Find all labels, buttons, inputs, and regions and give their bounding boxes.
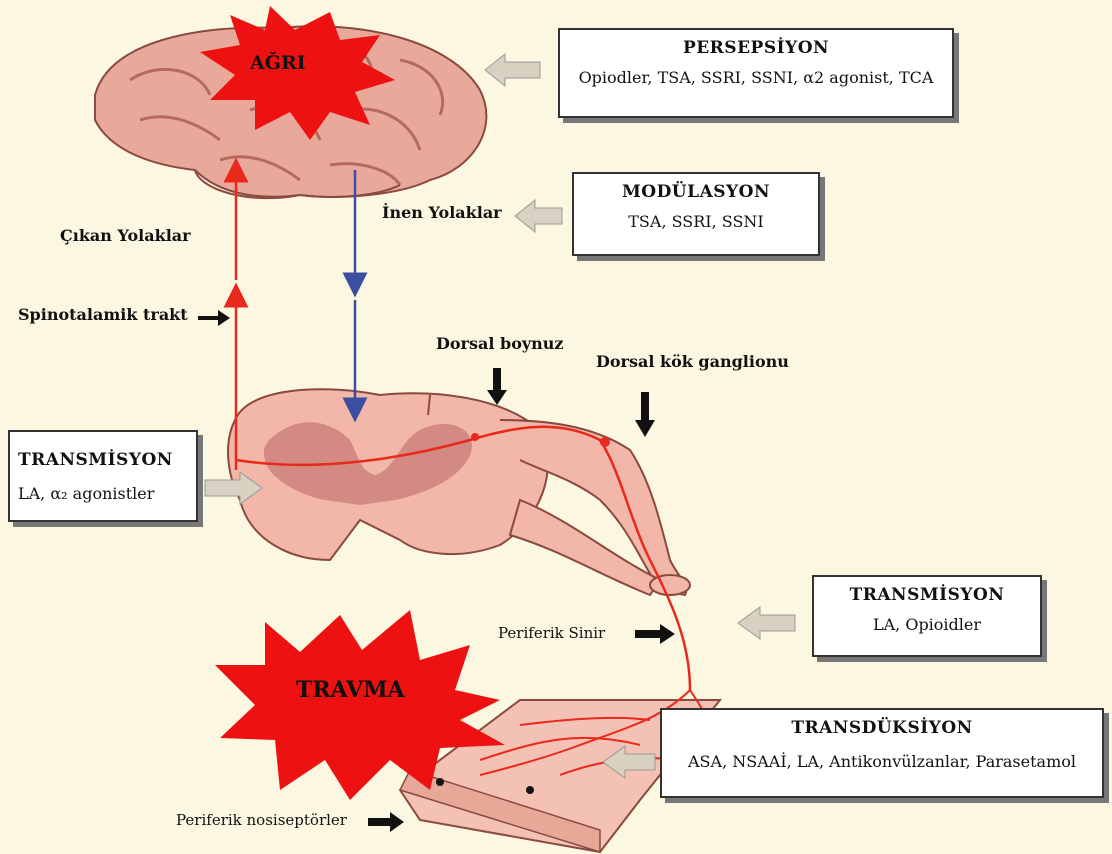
perception-title: PERSEPSİYON	[560, 38, 952, 58]
nociceptors-label: Periferik nosiseptörler	[176, 811, 347, 829]
transmission-central-title: TRANSMİSYON	[18, 450, 196, 470]
spinal-cord-illustration	[228, 389, 690, 595]
transmission-peripheral-drugs: LA, Opioidler	[814, 615, 1040, 634]
nociceptors-pointer	[368, 812, 404, 832]
transduction-box: TRANSDÜKSİYON ASA, NSAAİ, LA, Antikonvül…	[660, 708, 1104, 798]
pain-label: AĞRI	[250, 52, 306, 74]
dorsal-horn-pointer	[487, 368, 507, 405]
trauma-label: TRAVMA	[296, 677, 405, 703]
transmission-peripheral-arrow	[738, 607, 795, 639]
drg-pointer	[635, 392, 655, 437]
transmission-peripheral-box: TRANSMİSYON LA, Opioidler	[812, 575, 1042, 657]
modulation-box: MODÜLASYON TSA, SSRI, SSNI	[572, 172, 820, 256]
drg-cell-body	[600, 437, 610, 447]
descending-label: İnen Yolaklar	[382, 203, 502, 222]
drg-label: Dorsal kök ganglionu	[596, 352, 789, 371]
transmission-central-box: TRANSMİSYON LA, α₂ agonistler	[8, 430, 198, 522]
peripheral-nerve-pointer	[635, 624, 675, 644]
peripheral-nerve-label: Periferik Sinir	[498, 624, 605, 642]
modulation-drugs: TSA, SSRI, SSNI	[574, 212, 818, 231]
modulation-arrow	[515, 200, 562, 232]
dorsal-horn-label: Dorsal boynuz	[436, 334, 564, 353]
ascending-label: Çıkan Yolaklar	[60, 226, 191, 245]
dorsal-horn-synapse	[471, 433, 479, 441]
transduction-drugs: ASA, NSAAİ, LA, Antikonvülzanlar, Parase…	[662, 752, 1102, 771]
transduction-title: TRANSDÜKSİYON	[662, 718, 1102, 738]
perception-box: PERSEPSİYON Opiodler, TSA, SSRI, SSNI, α…	[558, 28, 954, 118]
spinothalamic-label: Spinotalamik trakt	[18, 305, 188, 324]
spinothalamic-pointer	[198, 310, 230, 326]
perception-drugs: Opiodler, TSA, SSRI, SSNI, α2 agonist, T…	[560, 68, 952, 87]
transmission-peripheral-title: TRANSMİSYON	[814, 585, 1040, 605]
modulation-title: MODÜLASYON	[574, 182, 818, 202]
transmission-central-drugs: LA, α₂ agonistler	[18, 484, 196, 503]
perception-arrow	[485, 54, 540, 86]
